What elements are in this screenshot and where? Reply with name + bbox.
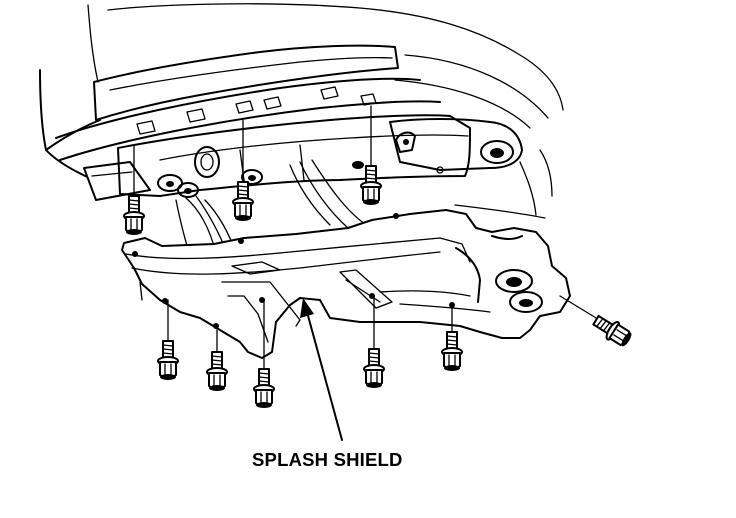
vehicle-body <box>39 3 564 261</box>
flange-bolt-icon <box>589 310 636 351</box>
splash-shield-label: SPLASH SHIELD <box>252 449 403 470</box>
flange-bolt-icon <box>232 181 254 222</box>
flange-bolt-icon <box>157 340 179 381</box>
flange-bolt-icon <box>363 348 385 389</box>
flange-bolt-icon <box>360 165 382 206</box>
flange-bolt-icon <box>441 331 463 372</box>
flange-bolt-icon <box>123 195 145 236</box>
flange-bolt-icon <box>253 368 275 409</box>
splash-shield-panel <box>121 209 571 359</box>
flange-bolt-icon <box>206 351 228 392</box>
guide-lines <box>133 105 607 376</box>
callout-arrow <box>300 298 343 441</box>
